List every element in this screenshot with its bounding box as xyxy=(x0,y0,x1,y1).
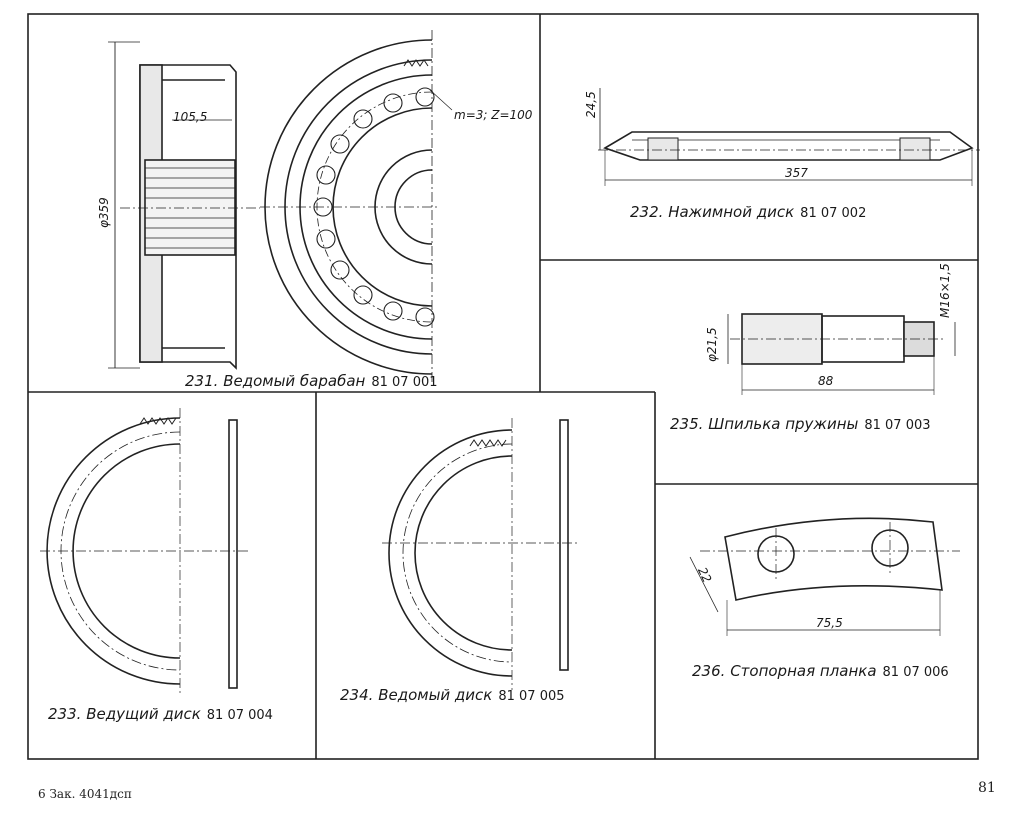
dim-press-disc-diameter: 357 xyxy=(785,166,808,180)
locking-bar-drawing xyxy=(689,517,960,636)
caption-234-code: 81 07 005 xyxy=(498,689,565,704)
caption-232-code: 81 07 002 xyxy=(800,206,867,221)
dim-press-disc-height: 24,5 xyxy=(584,91,598,118)
caption-232: 232. Нажимной диск 81 07 002 xyxy=(630,203,866,221)
caption-233-code: 81 07 004 xyxy=(206,708,273,723)
caption-234: 234. Ведомый диск 81 07 005 xyxy=(340,686,565,704)
caption-235-number: 235. xyxy=(670,415,704,433)
caption-235-code: 81 07 003 xyxy=(864,418,931,433)
caption-231: 231. Ведомый барабан 81 07 001 xyxy=(185,372,438,390)
caption-236: 236. Стопорная планка 81 07 006 xyxy=(692,662,949,680)
dim-drum-diameter: φ359 xyxy=(97,197,111,228)
page-number: 81 xyxy=(978,780,996,796)
dim-stud-thread: M16×1,5 xyxy=(938,263,952,318)
press-disc-drawing xyxy=(598,88,980,186)
caption-231-number: 231. xyxy=(185,372,219,390)
dim-bar-length: 75,5 xyxy=(816,616,843,630)
caption-231-code: 81 07 001 xyxy=(371,375,438,390)
caption-234-title: Ведомый диск xyxy=(378,686,493,704)
dim-drum-width: 105,5 xyxy=(173,110,208,124)
caption-235: 235. Шпилька пружины 81 07 003 xyxy=(670,415,931,433)
dim-stud-length: 88 xyxy=(818,374,834,388)
caption-233-title: Ведущий диск xyxy=(86,705,201,723)
caption-236-number: 236. xyxy=(692,662,726,680)
driven-disc-drawing xyxy=(382,418,578,690)
caption-231-title: Ведомый барабан xyxy=(223,372,366,390)
caption-236-code: 81 07 006 xyxy=(882,665,949,680)
dim-stud-diameter: φ21,5 xyxy=(705,327,719,362)
spring-stud-drawing xyxy=(727,313,956,395)
caption-232-title: Нажимной диск xyxy=(668,203,795,221)
caption-233-number: 233. xyxy=(48,705,82,723)
caption-235-title: Шпилька пружины xyxy=(708,415,859,433)
caption-234-number: 234. xyxy=(340,686,374,704)
panel-borders xyxy=(27,13,979,760)
footer-order-number: 6 Зак. 4041дсп xyxy=(38,787,132,801)
caption-236-title: Стопорная планка xyxy=(730,662,877,680)
dim-gear-spec: m=3; Z=100 xyxy=(454,108,533,122)
driving-disc-drawing xyxy=(40,408,250,695)
caption-233: 233. Ведущий диск 81 07 004 xyxy=(48,705,273,723)
drum-face-view xyxy=(260,30,453,385)
caption-232-number: 232. xyxy=(630,203,664,221)
drum-section-view xyxy=(108,41,260,370)
